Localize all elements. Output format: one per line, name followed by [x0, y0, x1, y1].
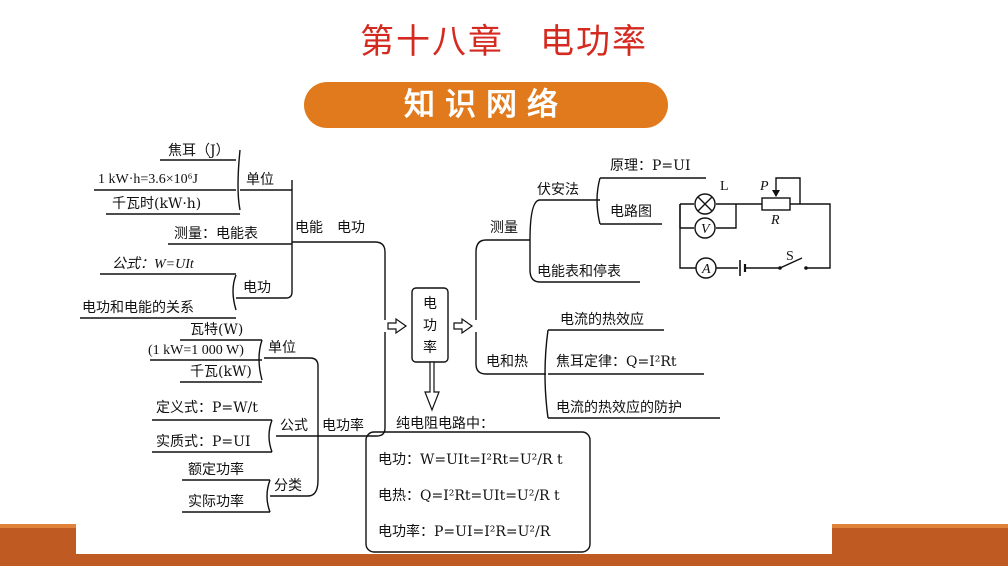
- unit-kilowatt: 千瓦(kW): [190, 364, 252, 380]
- power-unit-label: 单位: [268, 340, 296, 356]
- unit-joule: 焦耳（J）: [168, 143, 230, 159]
- actual-power: 实际功率: [188, 493, 244, 510]
- down-arrow-icon: [424, 361, 440, 412]
- slider-letter: P: [759, 179, 769, 194]
- meter-stop-label: 电能表和停表: [537, 263, 621, 280]
- circuit-label: 电路图: [610, 204, 652, 220]
- protection-label: 电流的热效应的防护: [556, 399, 682, 416]
- power-label: 电功率: [322, 417, 364, 434]
- pure-heat-formula: 电热：Q=I²Rt=UIt=U²/R t: [378, 488, 560, 504]
- rheostat-icon: [761, 197, 791, 211]
- energy-branch-line: [292, 241, 386, 320]
- lamp-letter: L: [720, 179, 729, 194]
- category-label: 分类: [274, 478, 302, 494]
- measure-branch-line: [475, 239, 530, 320]
- joule-law-label: 焦耳定律：Q=I²Rt: [556, 354, 677, 370]
- voltammeter-label: 伏安法: [537, 182, 579, 198]
- switch-icon: [778, 266, 782, 270]
- heat-branch-line: [475, 332, 546, 375]
- circuit-diagram: V A L P R S: [679, 177, 831, 279]
- principle-label: 原理：P=UI: [610, 158, 690, 174]
- energy-work-label: 电能 电功: [295, 220, 365, 236]
- power-branch-line: [318, 332, 386, 437]
- unit-watt: 瓦特(W): [190, 322, 243, 338]
- unit-kwh: 千瓦时(kW·h): [112, 196, 201, 212]
- measure-label: 测量: [490, 220, 518, 236]
- pure-resistor-box: [365, 431, 591, 553]
- pure-resistor-heading: 纯电阻电路中：: [396, 416, 494, 432]
- pure-power-formula: 电功率：P=UI=I²R=U²/R: [378, 523, 551, 540]
- voltmeter-letter: V: [701, 222, 711, 237]
- right-arrow-icon: [453, 317, 474, 335]
- definition-formula: 定义式：P=W/t: [156, 400, 258, 416]
- section-banner: 知识网络: [304, 82, 668, 128]
- measure-meter: 测量：电能表: [174, 226, 258, 242]
- pure-work-formula: 电功：W=UIt=I²Rt=U²/R t: [378, 452, 563, 468]
- heat-label: 电和热: [486, 354, 528, 370]
- unit-conversion: 1 kW·h=3.6×10⁶J: [98, 172, 199, 187]
- knowledge-map-card: [76, 128, 832, 554]
- center-label: 电 功 率: [423, 296, 441, 356]
- resistor-letter: R: [770, 213, 780, 228]
- unit-kw-conversion: (1 kW=1 000 W): [148, 343, 244, 358]
- ammeter-letter: A: [701, 262, 711, 277]
- unit-label: 单位: [246, 172, 274, 188]
- left-arrow-icon: [387, 317, 408, 335]
- formula-group-label: 公式: [280, 418, 308, 434]
- rated-power: 额定功率: [188, 461, 244, 478]
- relation-label: 电功和电能的关系: [82, 300, 194, 316]
- lamp-icon: [694, 193, 716, 215]
- ammeter-icon: [695, 257, 717, 279]
- work-label: 电功: [243, 280, 271, 296]
- work-formula: 公式：W=UIt: [112, 256, 195, 272]
- voltmeter-icon: [694, 217, 716, 239]
- switch-letter: S: [786, 249, 794, 264]
- essence-formula: 实质式：P=UI: [156, 434, 250, 450]
- heat-effect-label: 电流的热效应: [560, 311, 644, 328]
- page-title: 第十八章 电功率: [360, 22, 648, 62]
